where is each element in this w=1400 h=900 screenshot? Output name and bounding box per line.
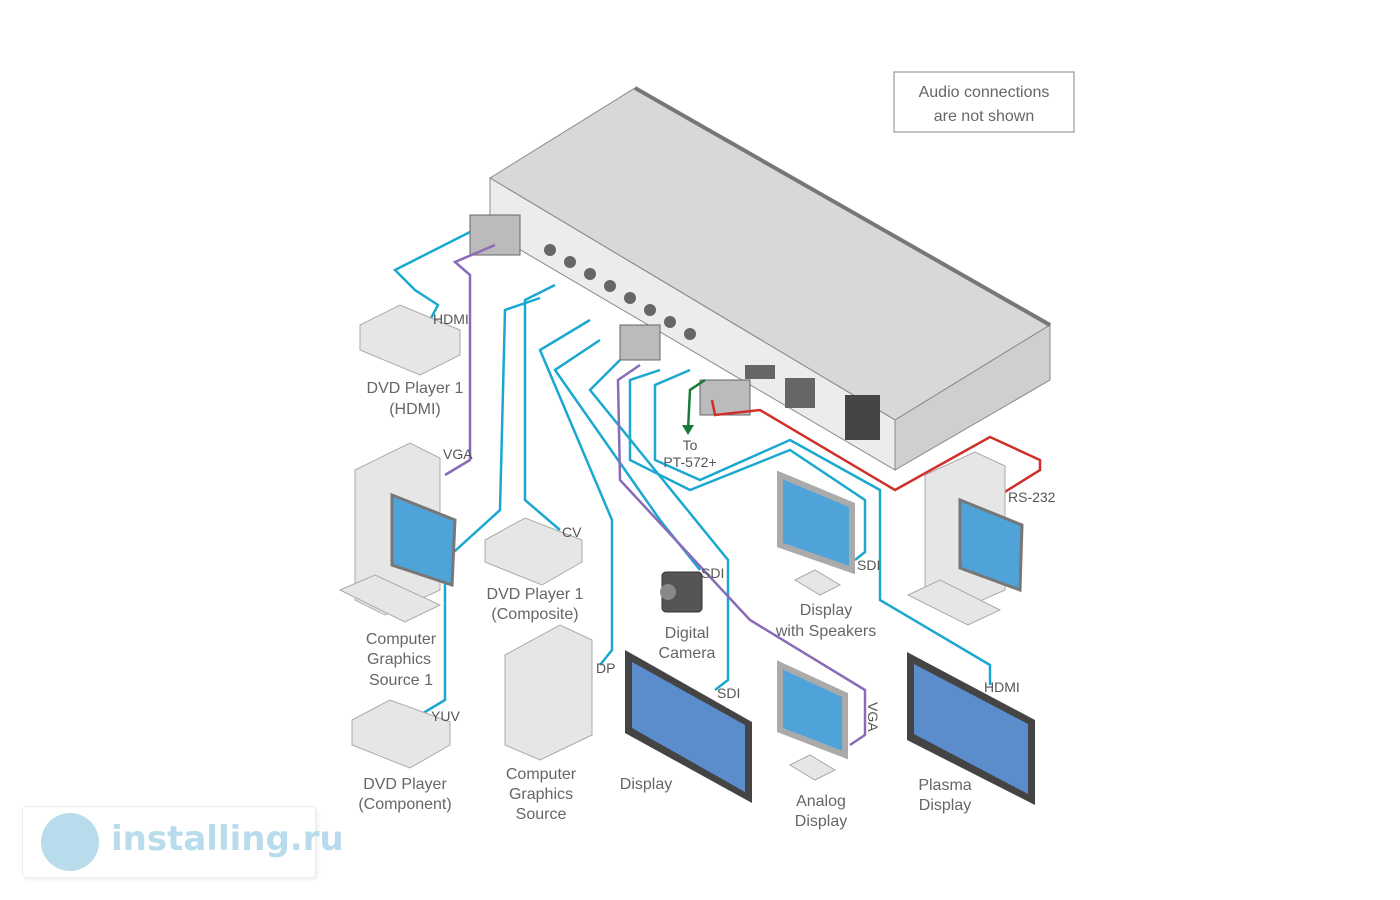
vga-cable-computer1: [444, 243, 496, 477]
port-label-yuv: YUV: [431, 708, 460, 724]
device-label: Digital: [665, 625, 709, 642]
watermark: installing.ru: [22, 806, 344, 878]
device-label: Camera: [659, 645, 716, 662]
note-line1: Audio connections: [919, 84, 1050, 101]
destination-label: To: [683, 437, 698, 453]
device-label: Source: [516, 806, 567, 823]
yuv-cable: [419, 296, 541, 717]
vga-cable-analog: [616, 363, 867, 747]
port-label-cv: CV: [562, 524, 582, 540]
dp-cable: [538, 318, 614, 666]
port-label-vga: VGA: [865, 702, 881, 732]
control-pc: [906, 451, 1024, 626]
analog-display: [777, 660, 848, 781]
device-label: Display: [620, 776, 672, 793]
labels: HDMI DVD Player 1 (HDMI) VGA Computer Gr…: [358, 311, 1055, 830]
device-label: Computer: [506, 766, 577, 783]
plasma-display: [907, 652, 1035, 805]
note-line2: are not shown: [934, 108, 1035, 125]
display-with-speakers: [777, 470, 855, 596]
audio-note-box: Audio connections are not shown: [893, 71, 1075, 133]
port-label-hdmi: HDMI: [984, 679, 1020, 695]
dvd-player-component: [351, 699, 451, 769]
port-label-vga: VGA: [443, 446, 473, 462]
device-label: with Speakers: [775, 623, 877, 640]
device-label: Graphics: [367, 651, 431, 668]
device-label: Plasma: [918, 777, 971, 794]
sdi-cable-display: [588, 359, 730, 691]
cv-cable: [523, 283, 561, 531]
destination-label: PT-572+: [663, 454, 716, 470]
display: [625, 650, 752, 803]
port-label-sdi: SDI: [857, 557, 880, 573]
device-label: Display: [800, 602, 852, 619]
port-label-hdmi: HDMI: [433, 311, 469, 327]
device-label: Display: [795, 813, 847, 830]
device-label: DVD Player 1: [487, 586, 584, 603]
main-switcher-unit: [469, 86, 1051, 471]
computer-graphics-source-1: [338, 442, 457, 623]
device-label: (HDMI): [389, 401, 441, 418]
sdi-cable-speakers: [628, 368, 867, 561]
port-label-sdi: SDI: [701, 565, 724, 581]
port-label-rs232: RS-232: [1008, 489, 1056, 505]
computer-graphics-source-2: [504, 624, 593, 761]
device-label: (Component): [358, 796, 451, 813]
device-label: (Composite): [491, 606, 578, 623]
device-label: Computer: [366, 631, 437, 648]
cables: [392, 230, 1042, 747]
hdmi-cable-plasma: [653, 368, 992, 685]
port-label-dp: DP: [596, 660, 615, 676]
device-label: Display: [919, 797, 971, 814]
hdmi-cable-dvd1: [392, 230, 471, 321]
watermark-text: installing.ru: [111, 819, 344, 859]
arrow-down-icon: [682, 425, 694, 435]
control-cable-pt572: [686, 378, 706, 431]
device-label: DVD Player 1: [367, 380, 464, 397]
device-label: Graphics: [509, 786, 573, 803]
watermark-logo-icon: [41, 813, 99, 871]
device-label: Analog: [796, 793, 846, 810]
device-label: Source 1: [369, 672, 433, 689]
digital-camera: [660, 571, 703, 613]
dvd-player-hdmi: [359, 304, 461, 376]
dvd-player-composite: [484, 517, 583, 586]
device-label: DVD Player: [363, 776, 447, 793]
port-label-sdi: SDI: [717, 685, 740, 701]
rs232-cable: [710, 399, 1042, 497]
